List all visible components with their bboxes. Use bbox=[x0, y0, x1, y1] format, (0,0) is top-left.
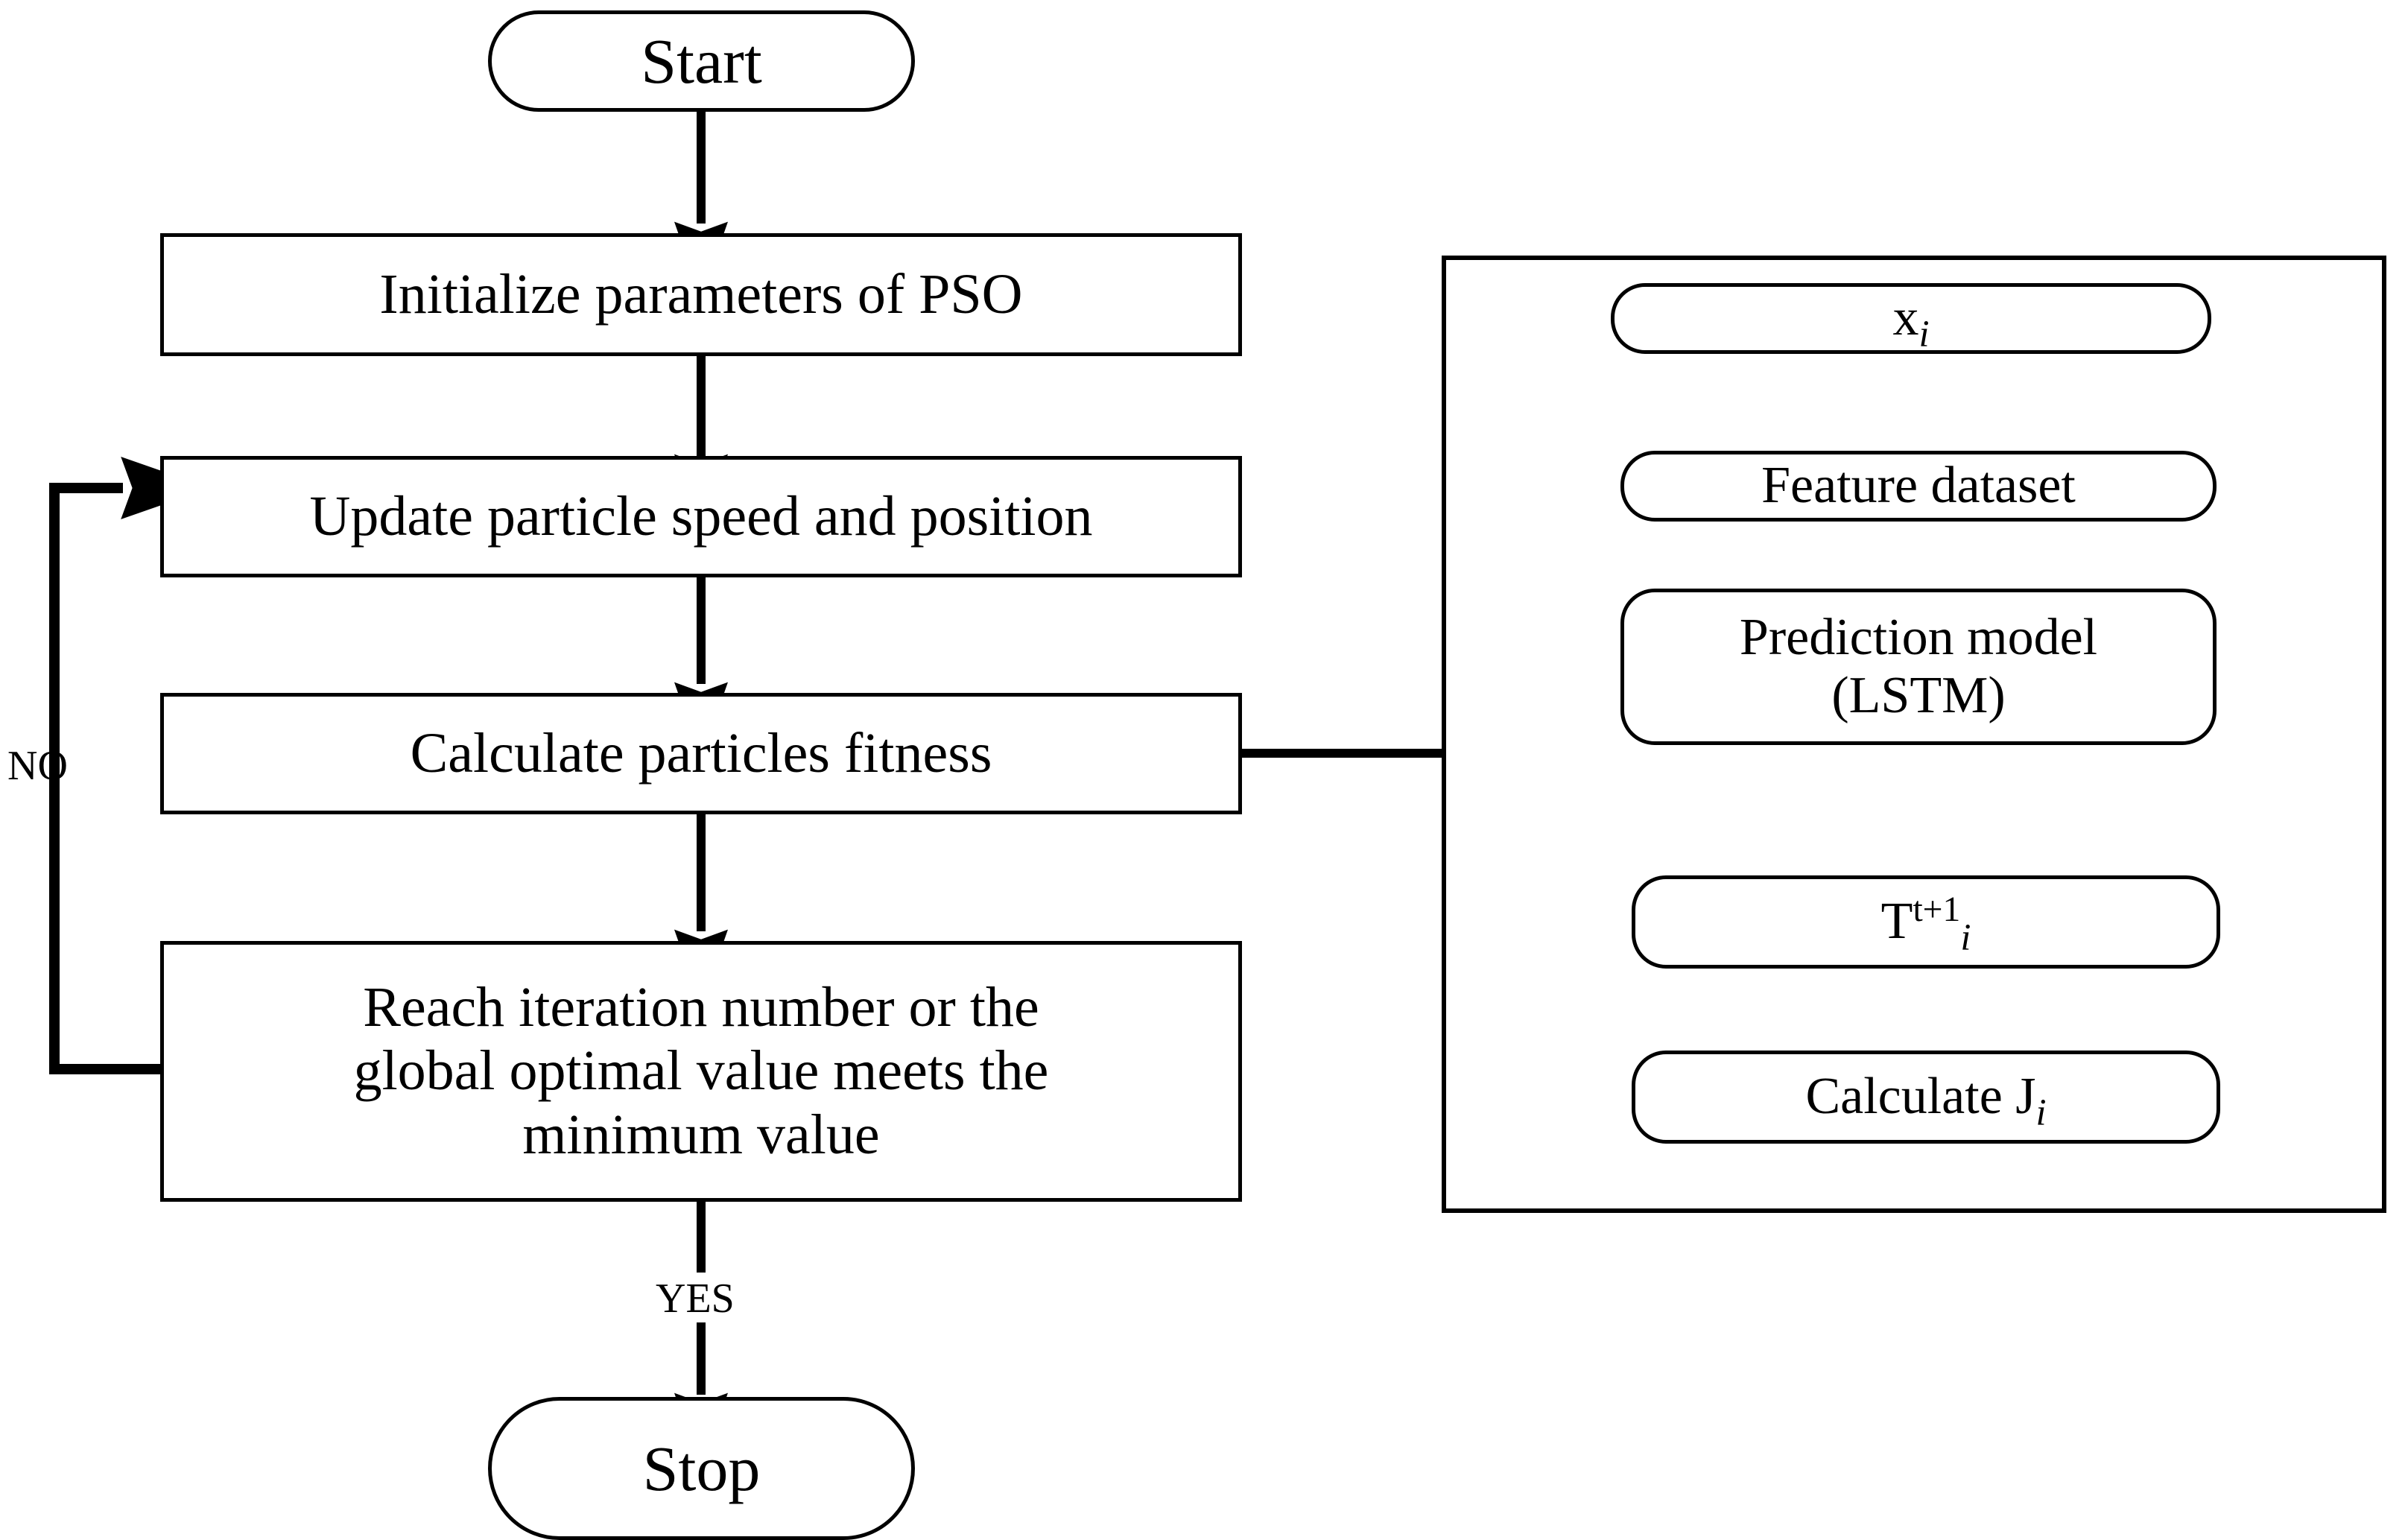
node-decision-line-3: minimum value bbox=[522, 1103, 880, 1166]
node-decision-line-2: global optimal value meets the bbox=[353, 1039, 1049, 1103]
node-input-xi-subscript: i bbox=[1918, 313, 1930, 355]
node-feature-dataset-label: Feature dataset bbox=[1761, 457, 2076, 515]
node-update-particle[interactable]: Update particle speed and position bbox=[160, 456, 1242, 577]
node-output-superscript: t+1 bbox=[1913, 890, 1961, 930]
node-calculate-cost[interactable]: Calculate Ji bbox=[1632, 1051, 2220, 1144]
node-input-xi-label: xi bbox=[1892, 289, 1930, 355]
node-calculate-fitness[interactable]: Calculate particles fitness bbox=[160, 693, 1242, 814]
node-stop-label: Stop bbox=[642, 1432, 761, 1504]
node-prediction-model-line-2: (LSTM) bbox=[1831, 667, 2006, 724]
node-output-subscript: i bbox=[1960, 916, 1971, 959]
node-output-temperature-label: Tt+1i bbox=[1880, 890, 1971, 959]
node-initialize-parameters-label: Initialize parameters of PSO bbox=[379, 262, 1023, 326]
edge-label-no: NO bbox=[7, 743, 68, 789]
node-decision-line-1: Reach iteration number or the bbox=[363, 976, 1039, 1039]
node-initialize-parameters[interactable]: Initialize parameters of PSO bbox=[160, 233, 1242, 356]
node-prediction-model-line-1: Prediction model bbox=[1739, 608, 2098, 666]
node-start[interactable]: Start bbox=[488, 10, 915, 112]
node-input-xi[interactable]: xi bbox=[1611, 283, 2211, 354]
node-stop[interactable]: Stop bbox=[488, 1397, 915, 1540]
node-calculate-cost-label: Calculate Ji bbox=[1805, 1068, 2047, 1134]
node-calculate-cost-subscript: i bbox=[2035, 1091, 2047, 1134]
node-prediction-model[interactable]: Prediction model (LSTM) bbox=[1620, 589, 2217, 745]
node-start-label: Start bbox=[641, 25, 762, 97]
edge-label-yes: YES bbox=[656, 1276, 735, 1322]
node-calculate-fitness-label: Calculate particles fitness bbox=[410, 721, 992, 785]
edge-no-loopback bbox=[49, 456, 211, 1074]
node-decision-stop-condition[interactable]: Reach iteration number or the global opt… bbox=[160, 941, 1242, 1202]
node-output-temperature[interactable]: Tt+1i bbox=[1632, 875, 2220, 969]
node-feature-dataset[interactable]: Feature dataset bbox=[1620, 451, 2217, 522]
node-update-particle-label: Update particle speed and position bbox=[309, 484, 1093, 548]
